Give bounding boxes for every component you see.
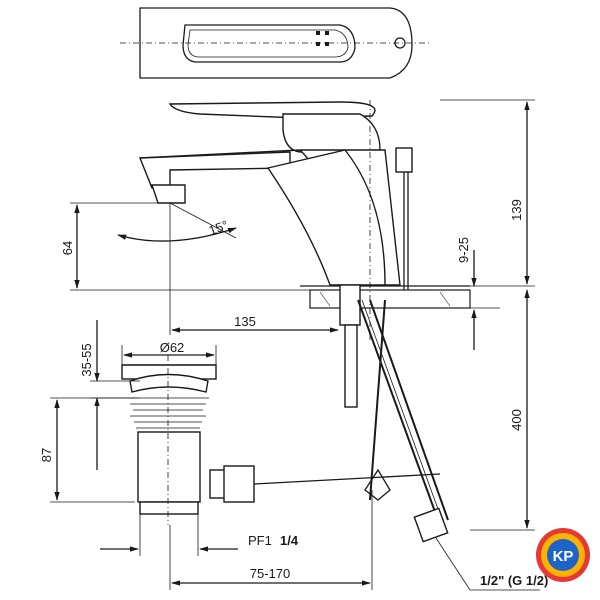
- dim-distance: 75-170: [250, 566, 290, 581]
- dim-connection-fraction: 1/4: [280, 533, 299, 548]
- dim-waste-range: 35-55: [79, 343, 94, 376]
- dim-connection: PF1: [248, 533, 272, 548]
- dimension-lines: [50, 99, 540, 591]
- kp-logo: KP: [536, 528, 590, 582]
- dim-reach: 135: [234, 314, 256, 329]
- dim-hose-length: 400: [509, 409, 524, 431]
- top-view: [120, 7, 430, 79]
- dim-angle: 15°: [207, 217, 231, 238]
- svg-text:KP: KP: [553, 548, 574, 565]
- faucet-side-view: [138, 100, 471, 408]
- dim-spout-height: 64: [60, 241, 75, 255]
- pop-up-waste: [121, 355, 441, 525]
- dim-deck-thickness: 9-25: [456, 237, 471, 263]
- dim-height-total: 139: [509, 199, 524, 221]
- dim-waste-height: 87: [39, 448, 54, 462]
- dim-waste-diameter: Ø62: [160, 340, 185, 355]
- flexible-hoses: [357, 299, 449, 543]
- dim-inlet-thread: 1/2" (G 1/2): [480, 573, 548, 588]
